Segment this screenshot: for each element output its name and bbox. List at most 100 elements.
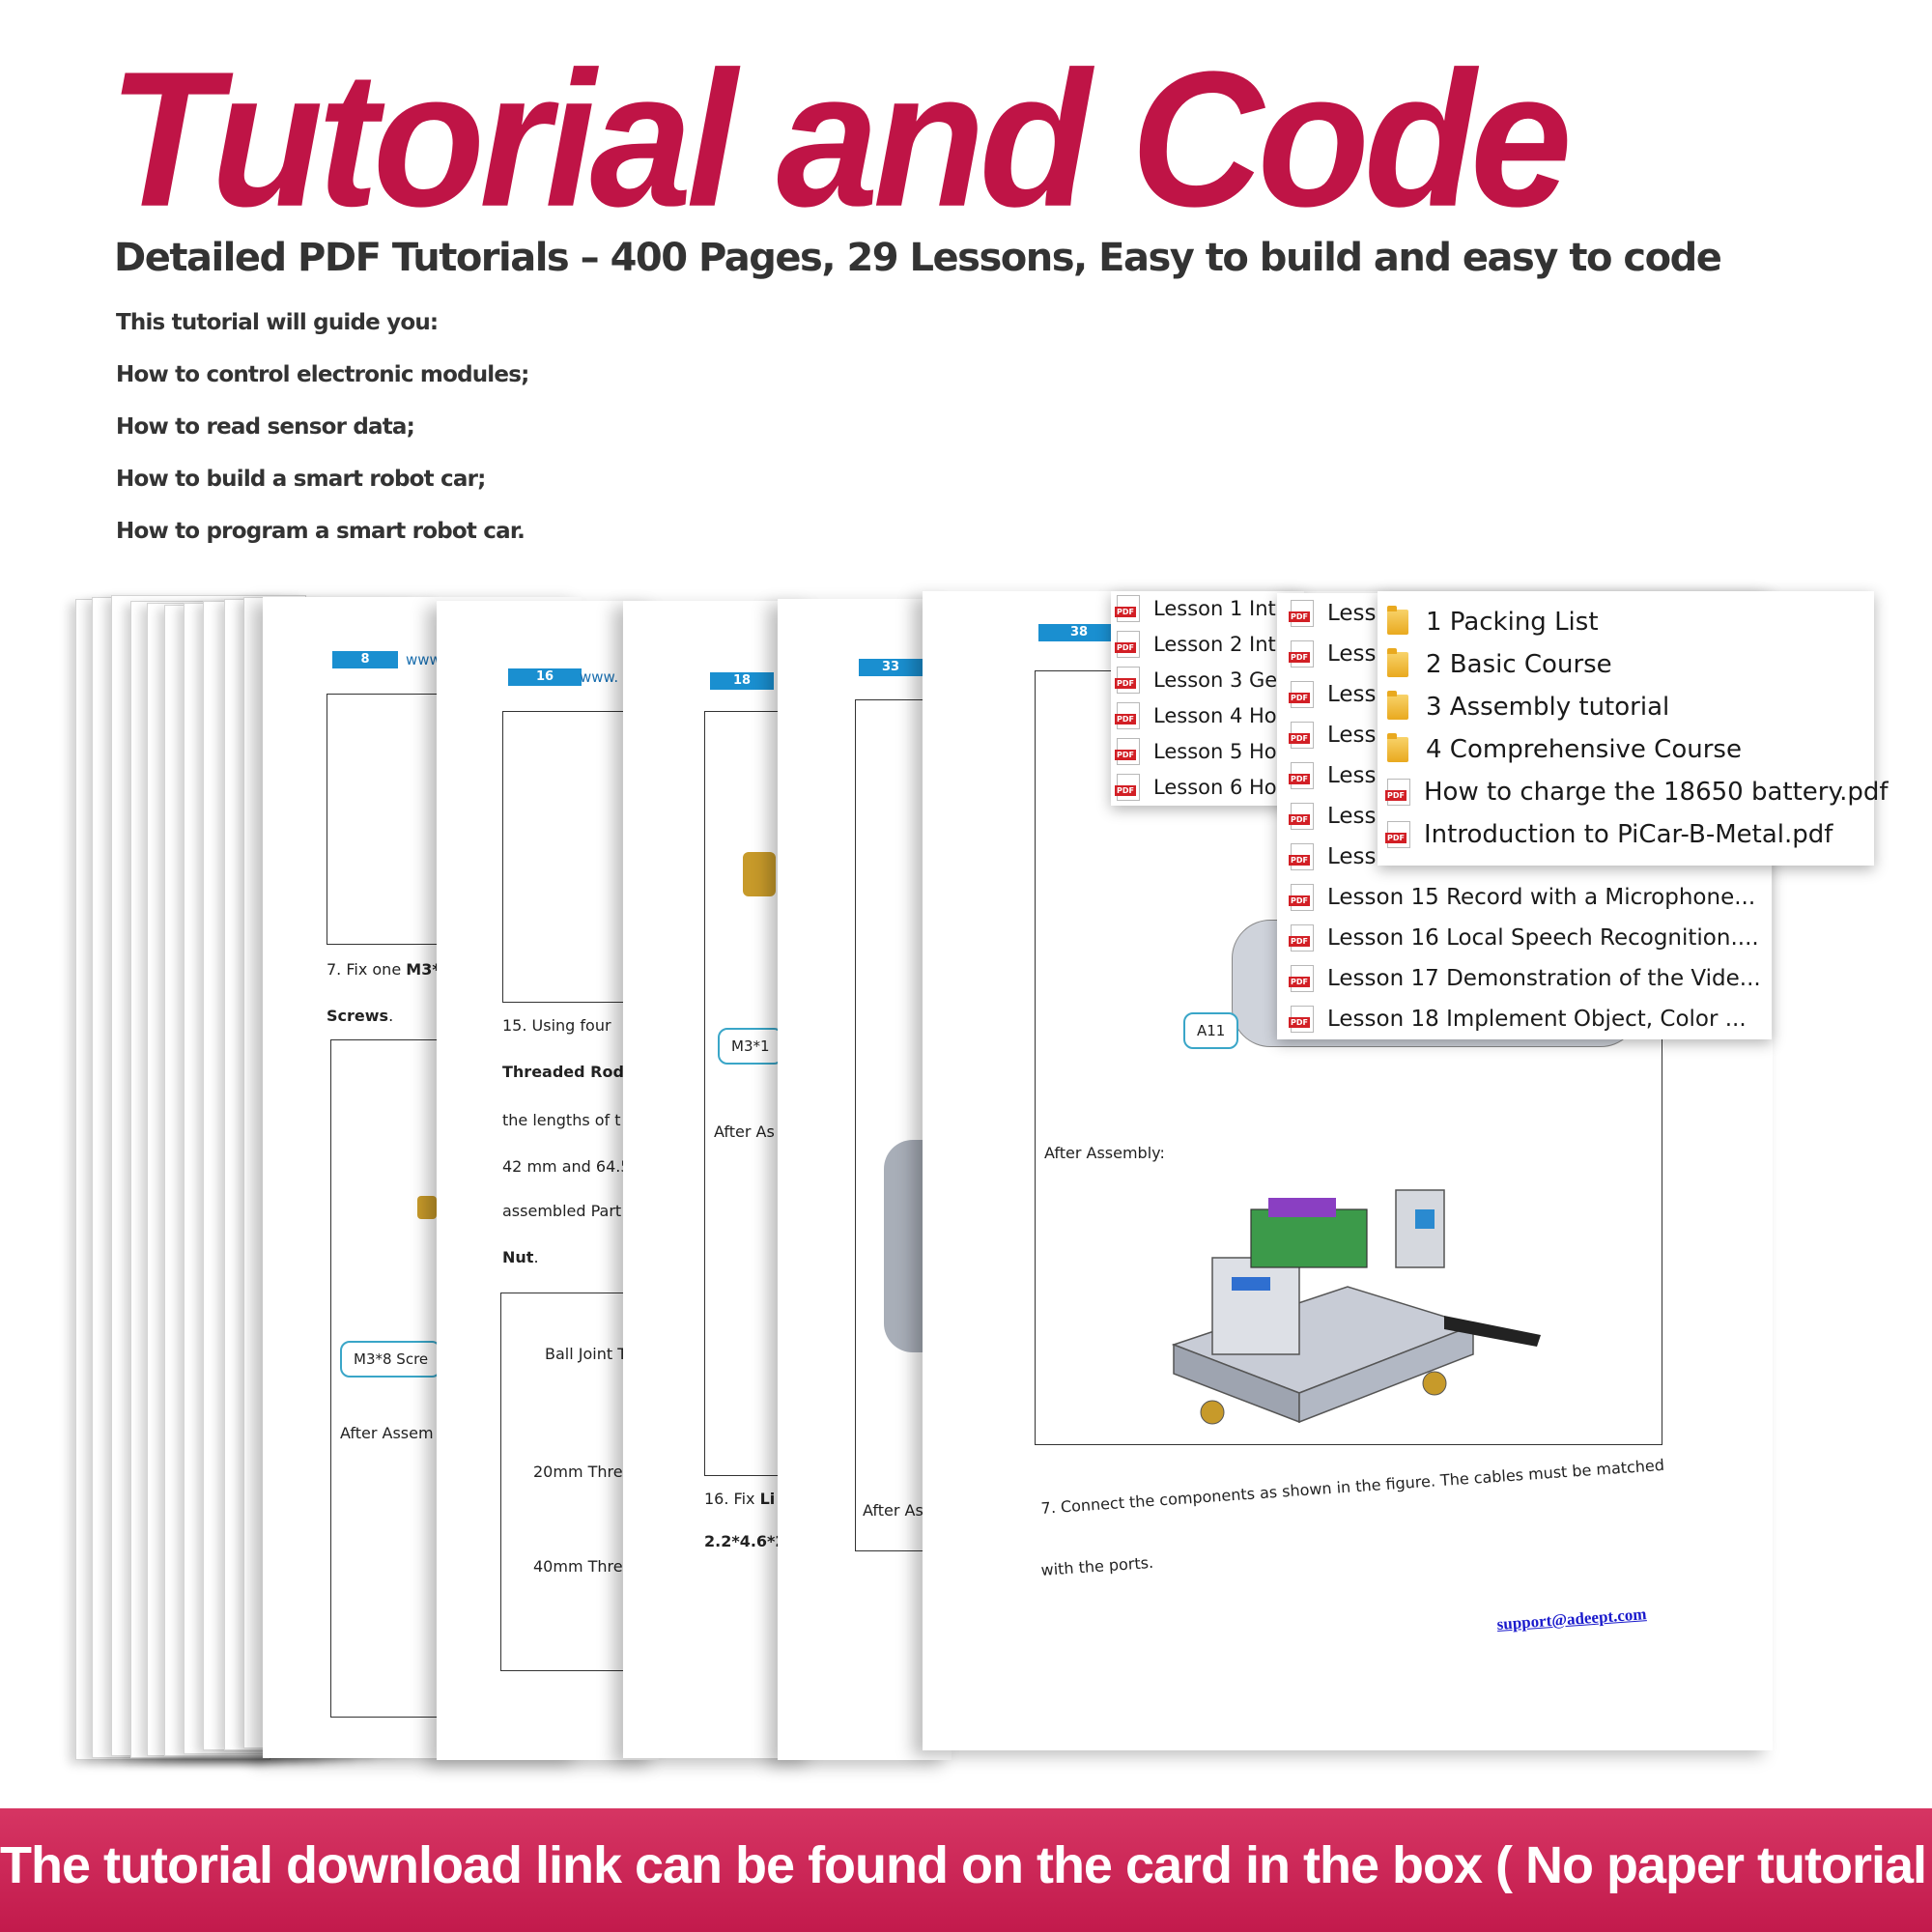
file-row[interactable]: 4 Comprehensive Course [1378,728,1742,771]
robot-part-illustration [417,1196,437,1219]
step-text: 7. Fix one M3* [327,960,440,979]
pdf-icon [1289,1006,1314,1033]
file-row[interactable]: Less [1277,755,1377,796]
after-assembly-label: After As [714,1122,775,1141]
part-callout: M3*8 Scre [340,1341,442,1378]
file-row[interactable]: Less [1277,593,1377,634]
after-assembly-label: After As [863,1501,923,1520]
page-url: www. [580,668,619,686]
file-row[interactable]: Less [1277,715,1377,755]
pdf-icon [1115,595,1140,622]
file-row[interactable]: Less [1277,796,1377,837]
file-row[interactable]: Lesson 4 How [1111,698,1293,733]
table-cell: 40mm Threa [533,1557,633,1576]
file-row[interactable]: Lesson 16 Local Speech Recognition.... [1277,918,1759,958]
figure-frame [704,711,816,1476]
pdf-icon [1385,821,1410,848]
file-list-panel-3: 1 Packing List 2 Basic Course 3 Assembly… [1378,591,1889,866]
guide-item: How to control electronic modules; [116,362,529,387]
file-name: 4 Comprehensive Course [1426,735,1742,764]
file-row[interactable]: Lesson 2 Intr [1111,627,1284,662]
step-text: Threaded Rod, [502,1063,631,1081]
file-name: Lesson 6 How [1153,776,1293,799]
file-list-panel-1: Lesson 1 Intr Lesson 2 Intr Lesson 3 Get… [1111,591,1304,806]
file-row[interactable]: Lesson 17 Demonstration of the Vide... [1277,958,1761,999]
page-url: www [406,651,441,668]
pdf-icon [1385,779,1410,806]
support-email-link[interactable]: support@adeept.com [1496,1605,1648,1634]
pdf-icon [1289,843,1314,870]
pdf-icon [1289,762,1314,789]
step-text: Screws. [327,1007,394,1025]
guide-item: How to program a smart robot car. [116,519,526,544]
file-row[interactable]: Lesson 5 How [1111,734,1293,769]
file-row[interactable]: How to charge the 18650 battery.pdf [1378,771,1889,813]
table-cell: Ball Joint T [545,1345,627,1363]
step-text: 2.2*4.6*2 [704,1532,786,1550]
file-name: Less [1327,804,1377,829]
pdf-icon [1115,774,1140,801]
file-name: 1 Packing List [1426,608,1599,637]
step-text: the lengths of t [502,1111,621,1129]
table-cell: 20mm Threa [533,1463,633,1481]
file-name: Lesson 17 Demonstration of the Vide... [1327,966,1761,991]
subtitle: Detailed PDF Tutorials – 400 Pages, 29 L… [114,236,1722,280]
file-row[interactable]: 3 Assembly tutorial [1378,686,1669,728]
pdf-icon [1115,738,1140,765]
file-row[interactable]: 2 Basic Course [1378,643,1612,686]
file-name: Lesson 18 Implement Object, Color ... [1327,1007,1747,1032]
file-row[interactable]: 1 Packing List [1378,601,1599,643]
robot-car-illustration [1171,1189,1541,1425]
file-row[interactable]: Lesson 1 Intr [1111,591,1284,626]
file-row[interactable]: Less [1277,837,1377,877]
page-title: Tutorial and Code [108,32,1573,247]
folder-icon [1387,648,1408,677]
download-banner [0,1808,1932,1932]
step-text: Nut. [502,1248,539,1266]
file-name: Less [1327,641,1377,667]
file-name: Lesson 2 Intr [1153,633,1285,656]
file-row[interactable]: Lesson 3 Get [1111,663,1285,697]
file-name: Less [1327,682,1377,707]
file-name: Less [1327,723,1377,748]
tutorial-page-16: 16 www. 15. Using four Threaded Rod, the… [437,601,659,1760]
figure-frame [502,711,659,1003]
step-text: 42 mm and 64.5 [502,1157,631,1176]
pdf-icon [1289,681,1314,708]
pdf-icon [1115,702,1140,729]
folder-icon [1387,733,1408,762]
page-number-badge: 16 [508,668,582,686]
file-name: Lesson 3 Get [1153,668,1286,692]
file-name: Lesson 15 Record with a Microphone... [1327,885,1756,910]
file-row[interactable]: Less [1277,674,1377,715]
pdf-icon [1289,884,1314,911]
page-number-badge: 8 [332,651,398,668]
download-banner-text: The tutorial download link can be found … [0,1836,1932,1894]
after-assembly-label: After Assembly: [1044,1144,1165,1162]
page-number-badge: 18 [710,672,774,690]
part-callout: A11 [1183,1012,1239,1049]
guide-intro: This tutorial will guide you: [116,310,439,335]
step-text: 16. Fix Li [704,1490,776,1508]
file-name: Less [1327,763,1377,788]
pdf-icon [1289,722,1314,749]
step-text: 15. Using four [502,1016,611,1035]
file-row[interactable]: Lesson 6 How [1111,770,1293,805]
file-name: Less [1327,844,1377,869]
folder-icon [1387,606,1408,635]
file-row[interactable]: Lesson 15 Record with a Microphone... [1277,877,1755,918]
folder-icon [1387,691,1408,720]
file-row[interactable]: Lesson 18 Implement Object, Color ... [1277,999,1747,1039]
guide-list: This tutorial will guide you: How to con… [116,303,792,564]
file-name: Lesson 1 Intr [1153,597,1285,620]
file-row[interactable]: Introduction to PiCar-B-Metal.pdf [1378,813,1833,856]
pdf-icon [1289,924,1314,952]
pdf-icon [1115,631,1140,658]
file-name: Lesson 16 Local Speech Recognition.... [1327,925,1759,951]
file-name: 3 Assembly tutorial [1426,693,1670,722]
step-text: 7. Connect the components as shown in th… [1040,1455,1665,1518]
file-row[interactable]: Less [1277,634,1377,674]
guide-item: How to build a smart robot car; [116,467,486,492]
robot-part-illustration [743,852,776,896]
